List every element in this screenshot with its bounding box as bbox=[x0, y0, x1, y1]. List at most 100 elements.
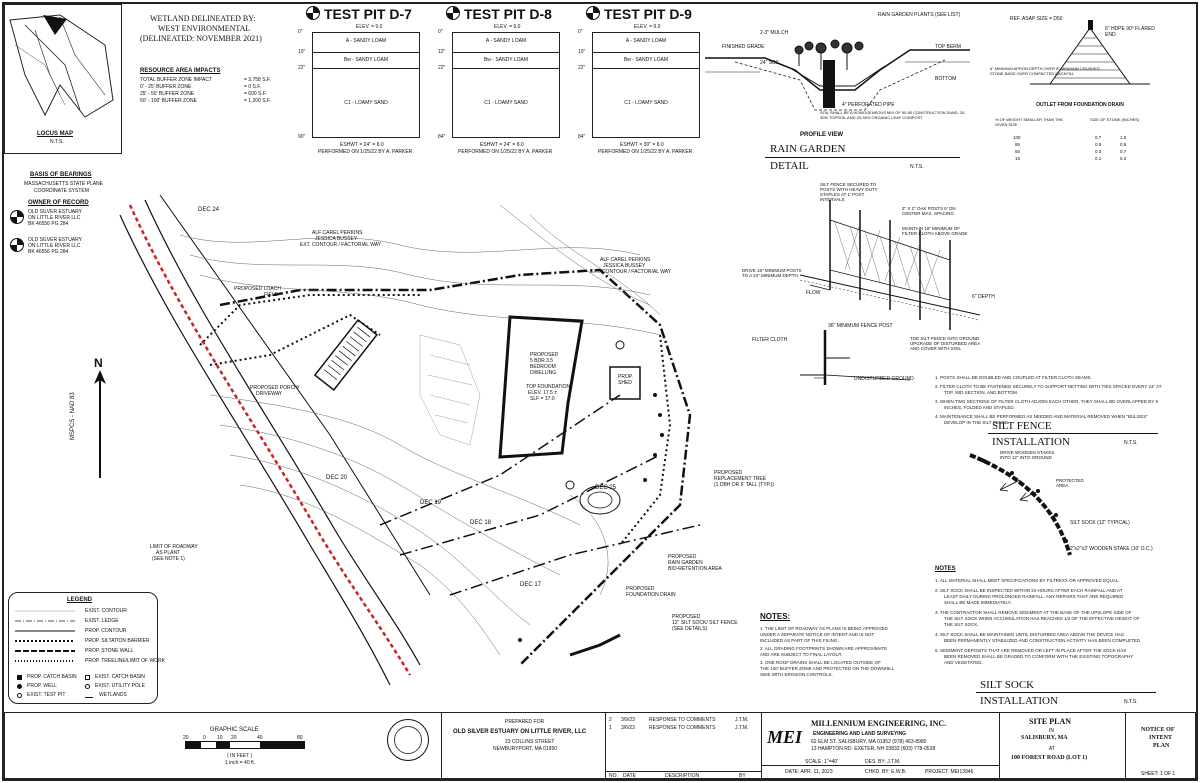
foundation-label: SLF = 17.0 bbox=[530, 396, 555, 402]
utility-pole-icon bbox=[85, 684, 90, 689]
sheet-meta: CHKD. BY: E.W.B. bbox=[865, 769, 907, 775]
sheet-meta: PROJECT: MEI13946 bbox=[925, 769, 974, 775]
engineer-seal-icon bbox=[387, 719, 429, 761]
outlet-stone-table: % OF WEIGHT SMALLER THAN THE GIVEN SIZE … bbox=[995, 117, 1165, 167]
test-pit-symbol-icon bbox=[306, 6, 320, 20]
outlet-label: REF. ASAP SIZE = D50 bbox=[1010, 16, 1063, 22]
plan-type: PLAN bbox=[1153, 743, 1170, 749]
resource-area-title: RESOURCE AREA IMPACTS bbox=[140, 68, 221, 74]
note-line: 3. ONE ROOF DRAINS SHALL BE LOCATED OUTS… bbox=[760, 660, 881, 665]
owner-line: ON LITTLE RIVER LLC bbox=[28, 215, 81, 221]
silt-sock-rule bbox=[976, 692, 1156, 693]
resource-row-label: 0' - 25' BUFFER ZONE bbox=[140, 84, 192, 90]
silt-fence-note: 4. MAINTENANCE SHALL BE PERFORMED AS NEE… bbox=[935, 414, 1148, 419]
silt-fence-graphic bbox=[799, 200, 981, 385]
firm-subtitle: ENGINEERING AND LAND SURVEYING bbox=[813, 731, 907, 737]
silt-sock-note: THE SILT SOCK. bbox=[944, 622, 979, 627]
legend-item: PROP. CONTOUR bbox=[85, 628, 127, 634]
table-cell: 15 bbox=[1015, 156, 1021, 161]
abutter-label: EXT. CONTOUR / FACTORIAL WAY bbox=[590, 269, 672, 275]
owner-symbol-icon bbox=[10, 238, 24, 252]
scale-tick: 20 bbox=[183, 735, 189, 741]
dwelling-label: BEDROOM bbox=[530, 364, 556, 370]
leach-field-label: PROPOSED LOACH bbox=[234, 286, 281, 292]
silt-sock-site-label: 12" SILT SOCK/ SILT FENCE bbox=[672, 620, 738, 626]
soil-layer: A - SANDY LOAM bbox=[313, 32, 419, 49]
dec-label: DEC 24 bbox=[198, 207, 220, 213]
rain-garden-label: SOIL SHALL BE A HOMOGENEOUS MIX OF 50-50… bbox=[820, 110, 966, 120]
legend-item: EXIST. TEST PIT bbox=[27, 692, 66, 698]
scale-tick: 40 bbox=[257, 735, 263, 741]
porch-label: DRIVEWAY bbox=[256, 391, 283, 397]
silt-fence-label: UNDISTURBED GROUND bbox=[854, 376, 914, 382]
rain-garden-label: RAIN GARDEN PLANTS (SEE LIST) bbox=[878, 12, 961, 18]
table-cell: 0.8 bbox=[1120, 142, 1127, 147]
wetland-line-2: WEST ENVIRONMENTAL bbox=[158, 24, 251, 33]
scale-tick: 10 bbox=[217, 735, 223, 741]
porch-label: PROPOSED PORCH/ bbox=[250, 385, 300, 391]
resource-row-label: 50' - 100' BUFFER ZONE bbox=[140, 98, 197, 104]
silt-sock-subtitle: INSTALLATION bbox=[980, 695, 1058, 707]
legend-line-samples bbox=[15, 610, 75, 662]
note-line: AND ARE SUBJECT TO FINAL LAYOUT. bbox=[760, 652, 843, 657]
test-pit-symbol-icon bbox=[446, 6, 460, 20]
silt-fence-note: 3. WHEN TWO SECTIONS OF FILTER CLOTH ADJ… bbox=[935, 399, 1158, 404]
test-pit-performed: PERFORMED ON 1/25/22 BY A. PARKER bbox=[598, 149, 693, 155]
legend-item: PROP. TREELINE/LIMIT OF WORK bbox=[85, 658, 166, 664]
revision-desc: RESPONSE TO COMMENTS bbox=[649, 717, 716, 723]
owner-line: OLD SILVER ESTUARY bbox=[28, 237, 82, 243]
abutter-label: ALF CAREL PERKINS bbox=[600, 257, 651, 263]
resource-row-label: TOTAL BUFFER ZONE IMPACT bbox=[140, 77, 213, 83]
silt-sock-note: THE SILT SOCK WHEN ACCUMULATION HAS REAC… bbox=[944, 616, 1140, 621]
silt-fence-label: 2" X 2" OAK POSTS 6' ON CENTER MAX. SPAC… bbox=[902, 206, 956, 216]
test-pit-performed: PERFORMED ON 1/25/22 BY A. PARKER bbox=[458, 149, 553, 155]
site-plan-drawing bbox=[119, 195, 701, 686]
dec-label: DEC 17 bbox=[520, 582, 542, 588]
revision-header-rule bbox=[605, 771, 761, 772]
sheet-meta: DATE: APR. 11, 2023 bbox=[785, 769, 833, 775]
soil-layer: A - SANDY LOAM bbox=[453, 32, 559, 49]
test-pit-d9-title: TEST PIT D-9 bbox=[586, 6, 692, 22]
abutter-label: ALF CAREL PERKINS bbox=[312, 230, 363, 236]
soil-layer: C1 - LOAMY SAND bbox=[453, 68, 559, 137]
silt-fence-label: FILTER CLOTH bbox=[752, 337, 788, 343]
legend-title: LEGEND bbox=[67, 597, 93, 603]
test-pit-eshwt: ESHWT = 30" = 8.0 bbox=[620, 142, 664, 148]
silt-fence-label: TOE SILT FENCE INTO GROUND UPGRADE OF DI… bbox=[910, 336, 981, 351]
sheet-meta: SCALE: 1"=40' bbox=[805, 759, 839, 765]
silt-sock-site-label: PROPOSED bbox=[672, 614, 701, 620]
sheet-address: 100 FOREST ROAD (LOT 1) bbox=[1011, 755, 1088, 761]
note-line: SIDE WITH EROSION CONTROLS. bbox=[760, 672, 833, 677]
legend-item: PROP. STONE WALL bbox=[85, 648, 134, 654]
table-cell: 50 bbox=[1015, 149, 1021, 154]
dec-label: DEC 19 bbox=[420, 500, 442, 506]
legend-item: PROP. SILTATION BARRIER bbox=[85, 638, 150, 644]
proposed-shed-shape bbox=[609, 366, 641, 400]
plan-type: INTENT bbox=[1149, 735, 1173, 741]
locus-map-scale: N.T.S. bbox=[50, 139, 64, 145]
soil-layer: C1 - LOAMY SAND bbox=[313, 68, 419, 137]
note-line: INCLUDED AS PART OF THIS FILING. bbox=[760, 638, 839, 643]
replacement-tree-label: (1 DBH OR 6' TALL (TYP.)) bbox=[714, 482, 774, 488]
foundation-drain-label: PROPOSED bbox=[626, 586, 655, 592]
revision-no: 2 bbox=[609, 717, 612, 723]
scale-tick: 80 bbox=[297, 735, 303, 741]
abutter-label: JESSICA BUSSEY bbox=[603, 263, 646, 269]
test-pit-d7-log: A - SANDY LOAM Bw - SANDY LOAM C1 - LOAM… bbox=[312, 32, 420, 138]
note-line: THE 100' BUFFER ZONE AND PROTECTED ON TH… bbox=[760, 666, 895, 671]
test-pit-icon bbox=[17, 693, 22, 698]
sheet-title-in: IN bbox=[1049, 728, 1054, 734]
revision-by: J.T.M. bbox=[735, 717, 749, 723]
table-cell: 100 bbox=[1013, 135, 1021, 140]
revision-desc: RESPONSE TO COMMENTS bbox=[649, 725, 716, 731]
silt-fence-note: 2. FILTER CLOTH TO BE FASTENED SECURELY … bbox=[935, 384, 1162, 389]
legend-item: EXIST. CATCH BASIN bbox=[95, 674, 145, 680]
rain-garden-label: TOP BERM bbox=[935, 44, 961, 50]
test-pit-eshwt: ESHWT = 24" = 8.0 bbox=[480, 142, 524, 148]
leach-field-label: FIELD bbox=[264, 292, 279, 298]
scale-tick: 20 bbox=[231, 735, 237, 741]
silt-fence-note: 1. POSTS SHALL BE DOUBLED AND COUPLED AT… bbox=[935, 375, 1092, 380]
depth-mark: 90" bbox=[298, 134, 306, 140]
silt-fence-note: DEVELOP IN THE SILT FENCE. bbox=[944, 420, 1010, 425]
test-pit-elev: ELEV. = 9.0 bbox=[634, 24, 661, 30]
